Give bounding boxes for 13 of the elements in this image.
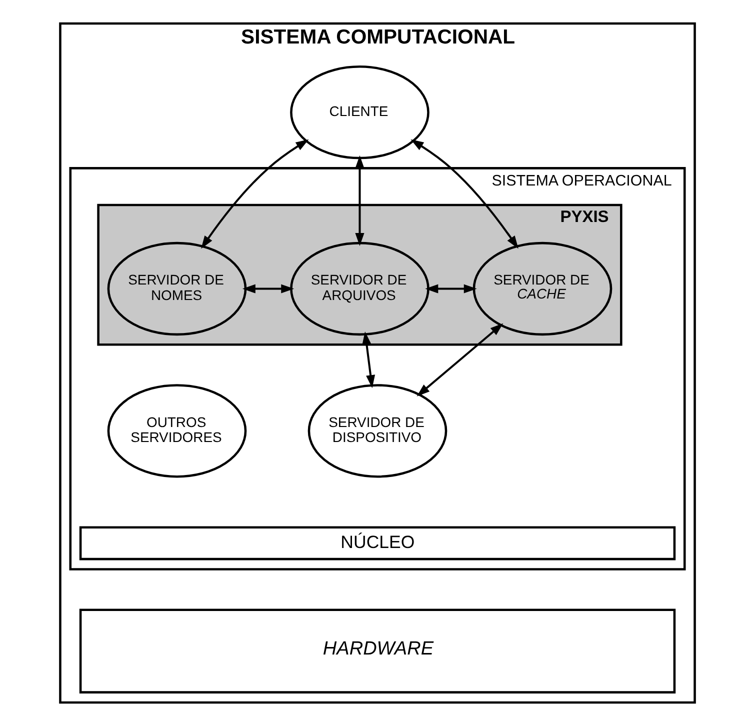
arrow xyxy=(410,139,518,249)
node-ellipse: CLIENTE xyxy=(290,66,430,160)
node-box: NÚCLEO xyxy=(79,526,676,560)
arrow xyxy=(425,284,477,294)
node-ellipse: OUTROS SERVIDORES xyxy=(107,384,247,478)
node-box: HARDWARE xyxy=(79,608,676,694)
arrow xyxy=(201,139,309,249)
arrow xyxy=(355,155,364,246)
node-ellipse: SERVIDOR DE ARQUIVOS xyxy=(290,242,430,336)
arrow xyxy=(362,332,376,388)
node-ellipse: SERVIDOR DE NOMES xyxy=(107,242,247,336)
arrow xyxy=(242,284,294,294)
arrow xyxy=(416,323,504,396)
